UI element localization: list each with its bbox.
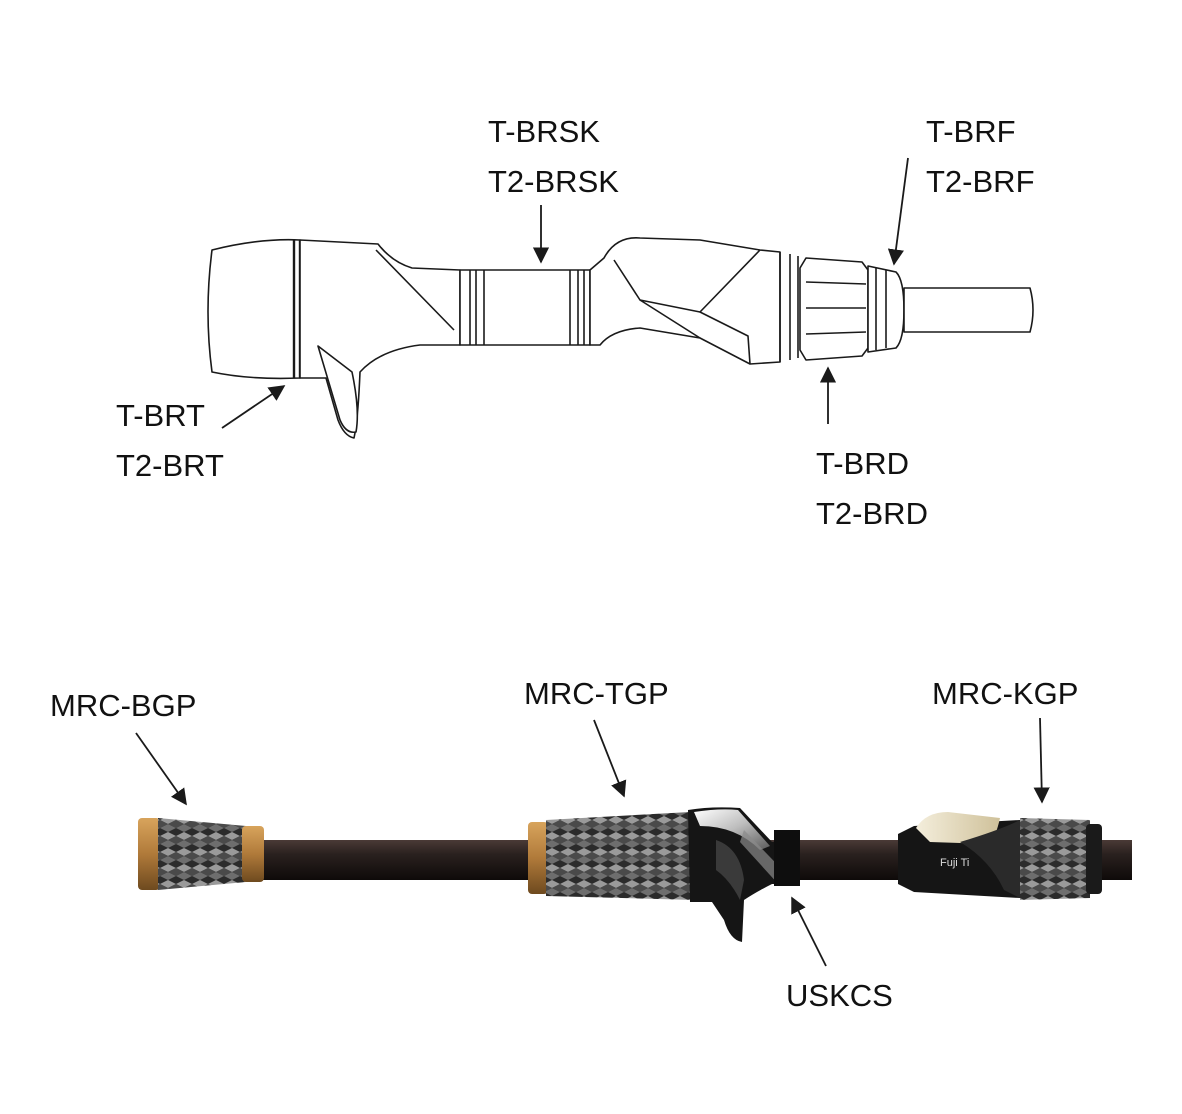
rear-grip-outline xyxy=(207,238,301,380)
bottom-rod-rendering: Fuji Ti xyxy=(138,807,1132,942)
label-mrc-bgp: MRC-BGP xyxy=(50,688,197,723)
label-t-brf: T-BRF xyxy=(926,114,1016,149)
lock-nut-outline xyxy=(799,257,869,361)
label-t2-brd: T2-BRD xyxy=(816,496,928,531)
arrow-tgp xyxy=(593,719,627,798)
label-uskcs: USKCS xyxy=(786,978,893,1013)
trigger-outline xyxy=(317,345,359,434)
butt-grip xyxy=(138,818,264,890)
label-mrc-kgp: MRC-KGP xyxy=(932,676,1079,711)
label-mrc-tgp: MRC-TGP xyxy=(524,676,669,711)
reel-seat-outline xyxy=(299,239,461,439)
label-t-brd: T-BRD xyxy=(816,446,909,481)
trigger-grip xyxy=(528,812,694,900)
label-t-brsk: T-BRSK xyxy=(488,114,600,149)
label-t2-brf: T2-BRF xyxy=(926,164,1035,199)
fore-grip: Fuji Ti xyxy=(898,812,1102,900)
label-t-brt: T-BRT xyxy=(116,398,205,433)
arrow-bgp xyxy=(135,732,187,806)
reel-seat-brand-text: Fuji Ti xyxy=(940,857,969,869)
arrow-kgp xyxy=(1033,717,1050,804)
label-t2-brsk: T2-BRSK xyxy=(488,164,619,199)
arrow-brf xyxy=(887,157,909,266)
arrow-uskcs xyxy=(791,896,827,967)
label-t2-brt: T2-BRT xyxy=(116,448,224,483)
front-seat-outline xyxy=(589,237,781,365)
rod-blank-outline xyxy=(903,287,1034,333)
casting-reel-seat xyxy=(688,807,800,942)
top-rod-drawing xyxy=(207,237,1034,439)
arrow-brt xyxy=(221,385,286,429)
